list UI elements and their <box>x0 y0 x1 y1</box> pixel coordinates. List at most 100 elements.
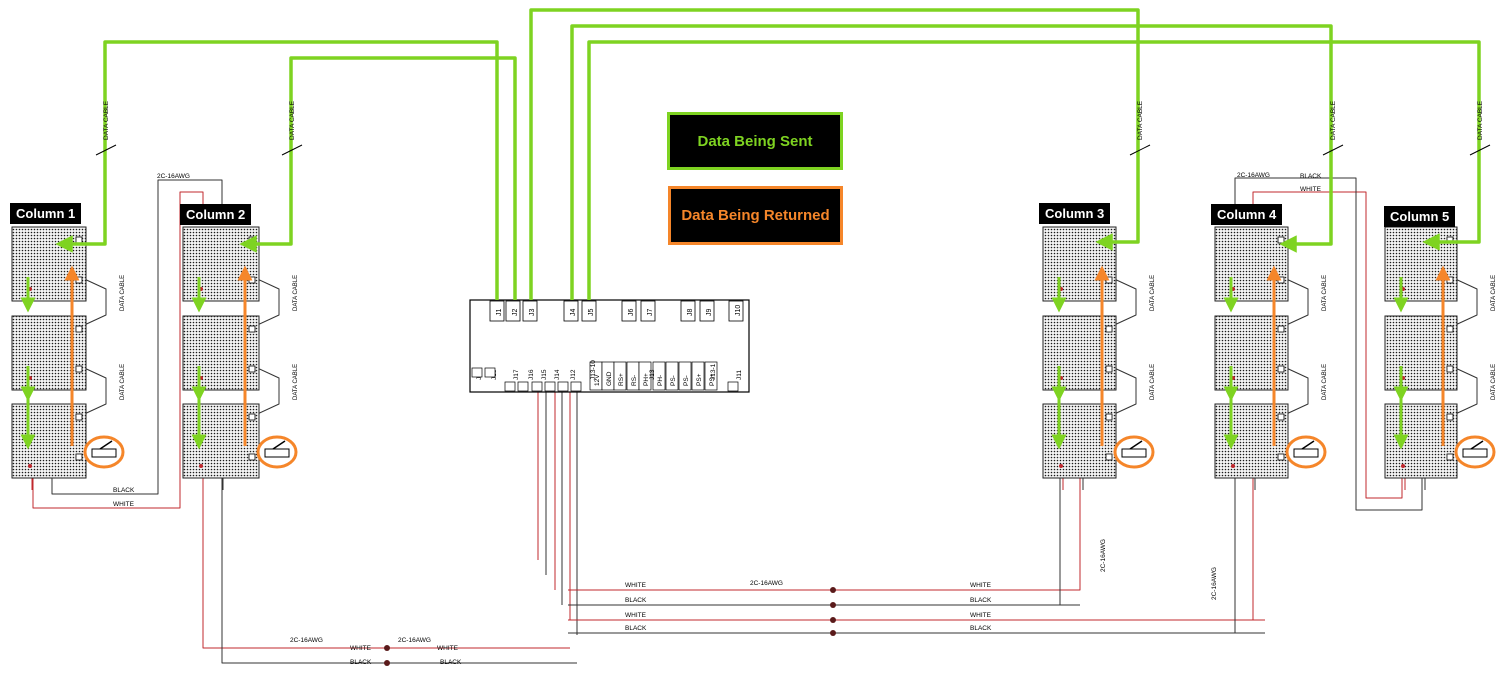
data-cable-loop <box>1450 276 1478 328</box>
switch-lever <box>99 440 113 450</box>
bottom-bus-black <box>221 478 577 664</box>
switch-icon <box>1121 448 1147 458</box>
controller-label-J15: J15 <box>541 369 548 380</box>
bus-wire-label: WHITE <box>970 582 992 589</box>
cable-slash <box>95 144 117 156</box>
data-sent-paths <box>20 8 1481 450</box>
legend-data-sent: Data Being Sent <box>667 112 843 170</box>
power-dot <box>199 464 203 468</box>
column-3-header: Column 3 <box>1039 203 1111 224</box>
panel-board <box>1384 315 1458 391</box>
board-connector <box>1277 453 1285 461</box>
jack-label-J2: J2 <box>512 309 519 317</box>
bus-wire-label: BLACK <box>970 625 992 632</box>
terminal-label: RS+ <box>618 373 625 386</box>
jack-J7 <box>640 300 656 322</box>
bus-wire-label: BLACK <box>625 597 647 604</box>
terminal-label: GND <box>606 371 613 386</box>
board-connector <box>1105 276 1113 284</box>
bridge-label: WHITE <box>113 501 135 508</box>
data-cable-loop <box>79 276 107 328</box>
data-sent-cable-4 <box>570 24 1333 300</box>
switch-highlight-circle <box>256 435 298 469</box>
switch-lever <box>1129 440 1143 450</box>
data-sent-cable-2 <box>239 56 517 300</box>
terminal-label: PS- <box>683 375 690 386</box>
power-dot <box>1059 464 1063 468</box>
data-cable-label: DATA CABLE <box>1491 275 1497 311</box>
terminal-block <box>652 361 666 391</box>
jack-J1 <box>489 300 505 322</box>
jack-label-J6: J6 <box>628 309 635 317</box>
board-connector <box>75 413 83 421</box>
column-bridge-black <box>1234 177 1423 511</box>
power-terminal <box>471 367 483 378</box>
drop-wire <box>1060 478 1081 591</box>
cable-type-label: 2C-16AWG <box>1100 539 1107 572</box>
bottom-bus-label: BLACK <box>440 659 462 666</box>
panel-board <box>182 315 260 391</box>
data-cable-label: DATA CABLE <box>1477 100 1484 140</box>
terminal-block <box>691 361 705 391</box>
cable-type-label: 2C-16AWG <box>1237 172 1270 179</box>
cable-slash <box>281 144 303 156</box>
bus-wire-label: WHITE <box>625 612 647 619</box>
data-cable-loop <box>1281 365 1309 417</box>
panel-board <box>1384 403 1458 479</box>
junction-dot <box>830 630 836 636</box>
board-connector <box>1446 325 1454 333</box>
jack-label-J5: J5 <box>588 309 595 317</box>
controller-label-J17: J17 <box>513 369 520 380</box>
jack-J4 <box>563 300 579 322</box>
jack-label-J10: J10 <box>735 305 742 316</box>
cable-slash <box>1129 144 1151 156</box>
jack-label-J9: J9 <box>706 309 713 317</box>
switch-lever <box>1301 440 1315 450</box>
cable-type-label: 2C-16AWG <box>290 637 323 644</box>
power-terminal <box>504 381 516 392</box>
data-cable-label: DATA CABLE <box>1491 364 1497 400</box>
board-connector <box>1446 276 1454 284</box>
data-cable-loop <box>1450 365 1478 417</box>
jack-label-J8: J8 <box>687 309 694 317</box>
switch-highlight-circle <box>83 435 125 469</box>
jack-label-J4: J4 <box>570 309 577 317</box>
bottom-bus-label: BLACK <box>350 659 372 666</box>
jack-J10 <box>728 300 744 322</box>
bus-wire-label: WHITE <box>970 612 992 619</box>
data-cable-label: DATA CABLE <box>1150 364 1156 400</box>
controller-label-J12: J12 <box>570 369 577 380</box>
board-connector <box>248 365 256 373</box>
data-cable-loop <box>79 365 107 417</box>
board-connector <box>1277 325 1285 333</box>
jack-J5 <box>581 300 597 322</box>
data-cable-label: DATA CABLE <box>120 364 126 400</box>
panel-board <box>1042 315 1117 391</box>
terminal-block <box>613 361 627 391</box>
jack-J6 <box>621 300 637 322</box>
power-terminal <box>557 381 569 392</box>
board-connector <box>1105 365 1113 373</box>
terminal-label: PS+ <box>696 373 703 386</box>
panel-board <box>1384 226 1458 302</box>
switch-lever <box>272 440 286 450</box>
panel-board <box>1042 226 1117 302</box>
power-terminal <box>570 381 582 392</box>
terminal-label: PH+ <box>643 373 650 386</box>
data-cable-loop <box>252 365 280 417</box>
data-cable-label: DATA CABLE <box>293 364 299 400</box>
data-cable-label: DATA CABLE <box>1137 100 1144 140</box>
cable-type-label: 2C-16AWG <box>1211 567 1218 600</box>
legend-data-returned: Data Being Returned <box>668 186 843 245</box>
switch-icon <box>91 448 117 458</box>
bridge-label: WHITE <box>1300 186 1322 193</box>
terminal-block <box>678 361 692 391</box>
board-connector <box>248 236 256 244</box>
terminal-label: PS+ <box>709 373 716 386</box>
terminal-label: PS- <box>670 375 677 386</box>
data-sent-cable-1 <box>55 40 499 300</box>
power-terminal <box>727 381 739 392</box>
power-terminal <box>531 381 543 392</box>
